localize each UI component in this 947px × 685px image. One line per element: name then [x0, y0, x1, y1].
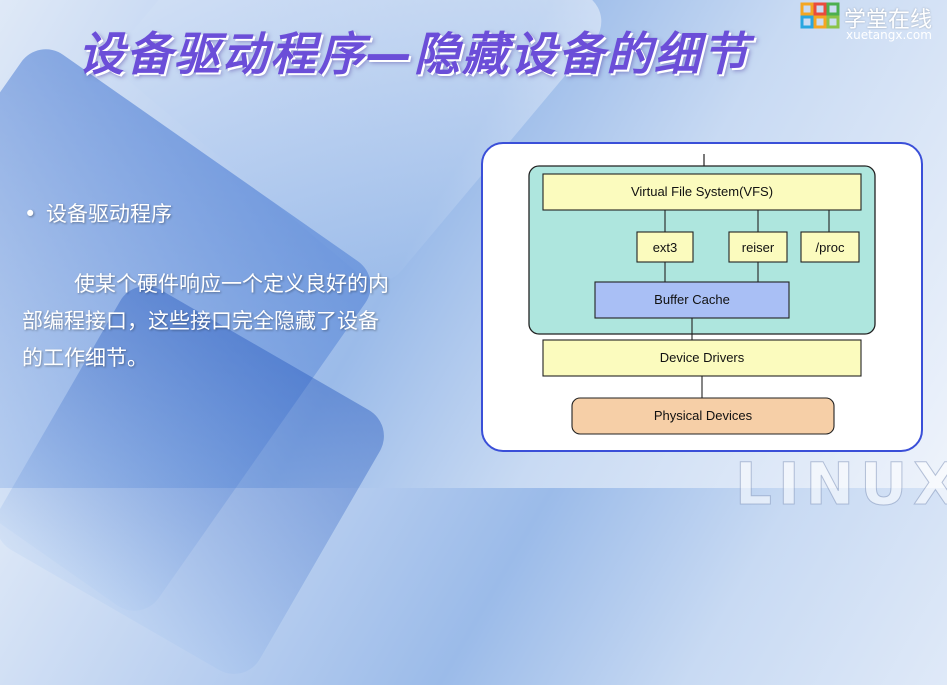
body-line: 使某个硬件响应一个定义良好的内: [74, 272, 389, 296]
architecture-diagram: Virtual File System(VFS) ext3 reiser /pr…: [481, 142, 923, 452]
physical-devices-label: Physical Devices: [654, 408, 753, 423]
physical-devices-box: [571, 397, 835, 435]
reiser-label: reiser: [742, 240, 775, 255]
proc-label: /proc: [816, 240, 845, 255]
body-line: 的工作细节。: [22, 346, 148, 370]
bullet-text: 设备驱动程序: [46, 202, 172, 226]
logo-grid-icon: [800, 2, 840, 29]
device-drivers-label: Device Drivers: [660, 350, 745, 365]
slide-title: 设备驱动程序—隐藏设备的细节: [78, 27, 750, 81]
body-paragraph: 使某个硬件响应一个定义良好的内 部编程接口，这些接口完全隐藏了设备 的工作细节。: [22, 266, 472, 377]
bullet-symbol: •: [24, 202, 37, 226]
buffer-cache-label: Buffer Cache: [654, 292, 730, 307]
logo-url: xuetangx.com: [846, 28, 932, 42]
vfs-box: [542, 173, 862, 211]
body-line: 部编程接口，这些接口完全隐藏了设备: [22, 309, 379, 333]
logo-name: 学堂在线: [844, 8, 933, 33]
linux-watermark: LINUX: [735, 450, 947, 519]
bullet-heading: • 设备驱动程序: [24, 198, 172, 228]
proc-box: [800, 231, 860, 263]
diagram-canvas: Virtual File System(VFS) ext3 reiser /pr…: [528, 154, 876, 435]
vfs-label: Virtual File System(VFS): [631, 184, 773, 199]
ext3-box: [636, 231, 694, 263]
ext3-label: ext3: [653, 240, 678, 255]
xuetangx-logo: 学堂在线 xuetangx.com: [800, 2, 947, 46]
